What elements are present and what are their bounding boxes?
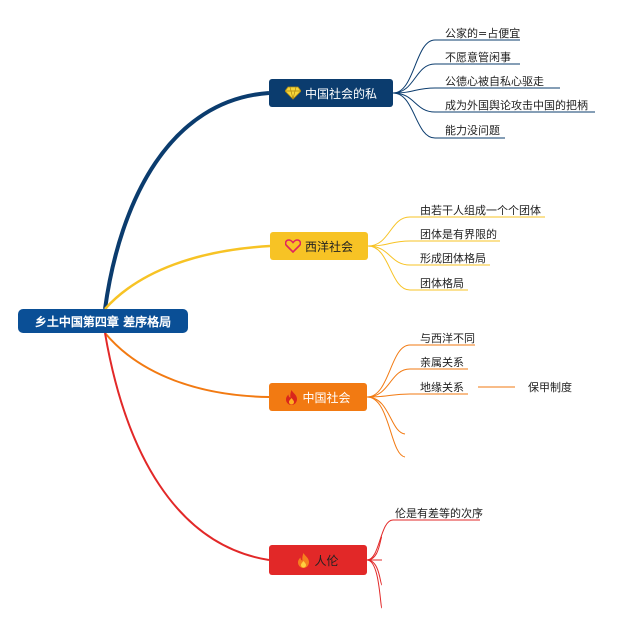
branch3-leaf-connectors bbox=[366, 344, 515, 458]
leaf-item[interactable]: 团体是有界限的 bbox=[420, 228, 497, 241]
connector-root-branch1 bbox=[103, 91, 270, 310]
connector-root-branch4 bbox=[104, 332, 270, 561]
branch-label: 中国社会的私 bbox=[304, 86, 377, 101]
root-label: 乡土中国第四章 差序格局 bbox=[34, 314, 172, 329]
fire-icon bbox=[285, 389, 298, 405]
leaf-item[interactable]: 公德心被自私心驱走 bbox=[445, 75, 544, 88]
branch-node-human-relations[interactable]: 人伦 bbox=[269, 545, 367, 575]
branch-label: 中国社会 bbox=[302, 390, 351, 405]
branch-node-western-society[interactable]: 西洋社会 bbox=[270, 232, 368, 260]
heart-icon bbox=[284, 239, 301, 253]
leaf-item[interactable]: 形成团体格局 bbox=[420, 252, 486, 265]
leaf-item[interactable]: 团体格局 bbox=[420, 277, 464, 290]
branch-label: 西洋社会 bbox=[304, 239, 353, 254]
branch4-leaf-connectors bbox=[366, 519, 480, 609]
leaf-item[interactable]: 成为外国舆论攻击中国的把柄 bbox=[445, 99, 588, 112]
branch-node-chinese-society[interactable]: 中国社会 bbox=[269, 383, 367, 411]
leaf-item[interactable]: 公家的=占便宜 bbox=[445, 27, 521, 40]
leaf-item[interactable]: 能力没问题 bbox=[445, 124, 500, 137]
branch-node-china-private[interactable]: 中国社会的私 bbox=[269, 79, 393, 107]
leaf-item[interactable]: 亲属关系 bbox=[420, 356, 464, 369]
branch1-leaf-connectors bbox=[392, 39, 595, 139]
branch2-leaf-connectors bbox=[367, 216, 545, 291]
leaf-item[interactable]: 伦是有差等的次序 bbox=[395, 507, 483, 520]
leaf-item[interactable]: 不愿意管闲事 bbox=[445, 51, 511, 64]
fire-icon bbox=[297, 552, 310, 568]
diamond-icon bbox=[284, 86, 301, 100]
connector-root-branch2 bbox=[104, 244, 271, 310]
leaf-item[interactable]: 与西洋不同 bbox=[420, 332, 475, 345]
connector-root-branch3 bbox=[104, 332, 270, 398]
leaf-item[interactable]: 由若干人组成一个个团体 bbox=[420, 204, 541, 217]
root-node[interactable]: 乡土中国第四章 差序格局 bbox=[18, 309, 188, 333]
subleaf-item[interactable]: 保甲制度 bbox=[528, 381, 572, 394]
leaf-item[interactable]: 地缘关系 bbox=[420, 381, 464, 394]
branch-label: 人伦 bbox=[314, 553, 339, 568]
